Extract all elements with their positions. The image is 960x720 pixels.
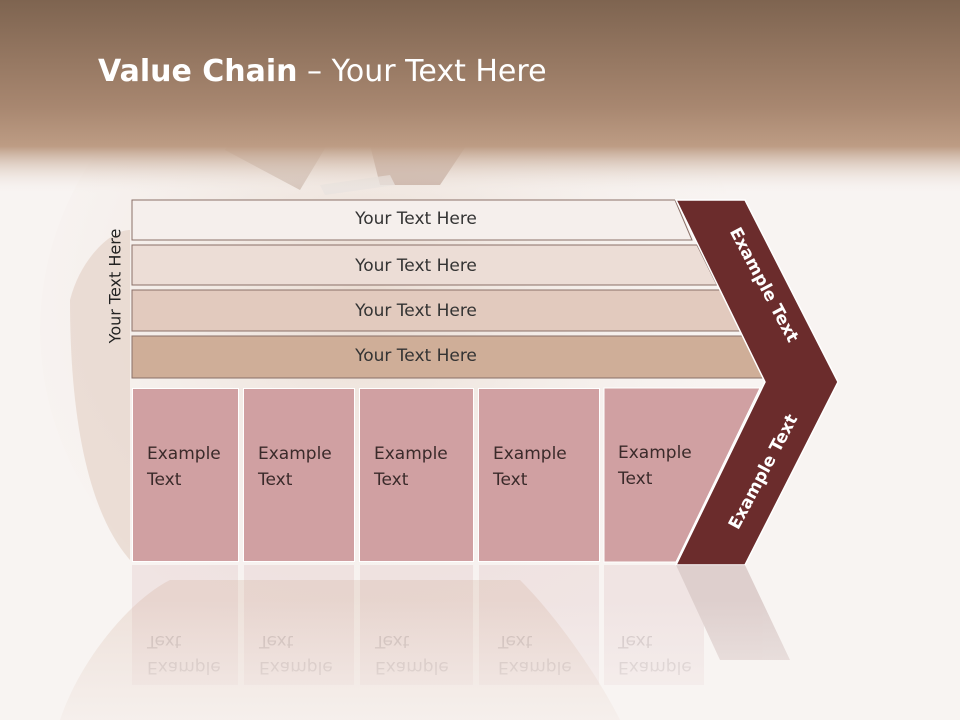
layer-1-bar — [131, 199, 693, 241]
layer-4-bar — [131, 335, 766, 379]
box-4: Example Text — [478, 388, 600, 562]
box-3: Example Text — [359, 388, 474, 562]
title-bold: Value Chain — [98, 54, 298, 89]
box-5-text: Example Text — [618, 443, 692, 489]
layer-3-bar — [131, 289, 741, 332]
box-5-shape — [603, 387, 761, 563]
box-3-text: Example Text — [374, 444, 448, 490]
title-rest: – Your Text Here — [297, 54, 547, 89]
box-1-text: Example Text — [147, 444, 221, 490]
chevron-arrow — [674, 199, 839, 566]
box-1: Example Text — [132, 388, 239, 562]
header-band — [0, 0, 960, 195]
layer-2-bar — [131, 244, 718, 286]
bottom-fade — [0, 600, 960, 720]
box-4-text: Example Text — [493, 444, 567, 490]
box-2: Example Text — [243, 388, 355, 562]
box-2-text: Example Text — [258, 444, 332, 490]
photo-hand — [70, 230, 130, 560]
page-title: Value Chain – Your Text Here — [98, 54, 547, 89]
